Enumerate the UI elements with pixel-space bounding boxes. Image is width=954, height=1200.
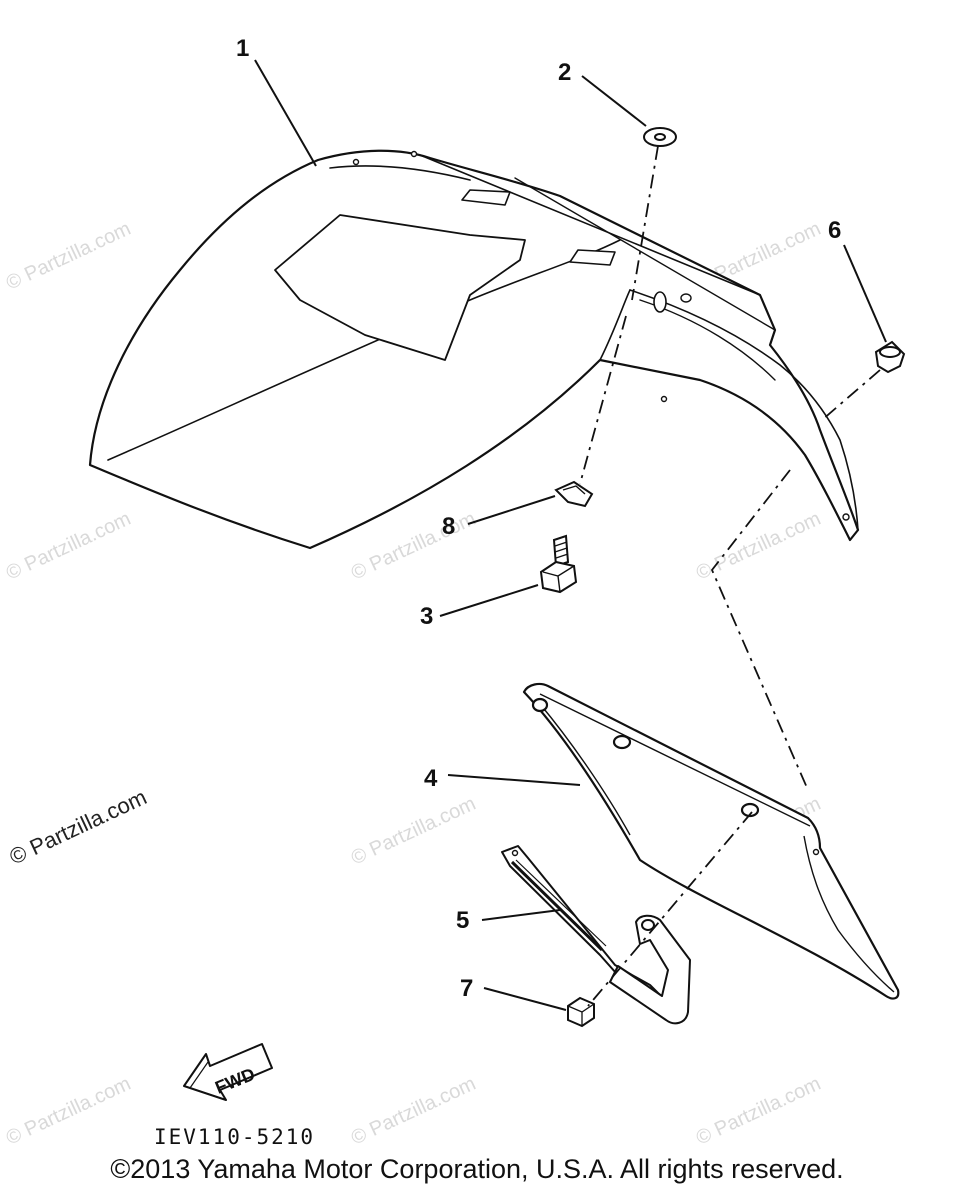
watermark: © Partzilla.com	[348, 1073, 479, 1150]
stay-part	[609, 914, 691, 1025]
fwd-arrow-icon	[183, 1043, 273, 1101]
callout-5: 5	[456, 907, 469, 934]
clip-nut-part	[554, 480, 594, 508]
diagram-code: IEV110-5210	[154, 1125, 315, 1149]
leader-lines	[254, 59, 887, 1011]
callout-4: 4	[424, 765, 438, 792]
bracket-part	[501, 845, 661, 1006]
number-plate-part	[522, 682, 900, 1000]
nut-part	[567, 996, 595, 1028]
callout-1: 1	[236, 35, 249, 62]
plug-part	[874, 340, 906, 374]
bolt-part	[539, 534, 578, 594]
watermark-left: © Partzilla.com	[6, 784, 151, 869]
watermark: © Partzilla.com	[3, 1073, 134, 1150]
callouts: 1 2 6 8 3 4 5 7	[236, 35, 841, 1002]
callout-8: 8	[442, 513, 455, 540]
watermark: © Partzilla.com	[693, 1073, 824, 1150]
callout-6: 6	[828, 217, 841, 244]
copyright-text: ©2013 Yamaha Motor Corporation, U.S.A. A…	[110, 1154, 844, 1184]
washer-part	[643, 127, 677, 147]
callout-3: 3	[420, 603, 433, 630]
rear-fender-part	[88, 149, 860, 550]
watermark: © Partzilla.com	[3, 508, 134, 585]
fwd-arrow: FWD	[183, 1043, 273, 1101]
callout-7: 7	[460, 975, 473, 1002]
assembly-lines	[579, 145, 881, 1007]
watermark: © Partzilla.com	[348, 793, 479, 870]
watermark: © Partzilla.com	[3, 218, 134, 295]
callout-2: 2	[558, 59, 571, 86]
